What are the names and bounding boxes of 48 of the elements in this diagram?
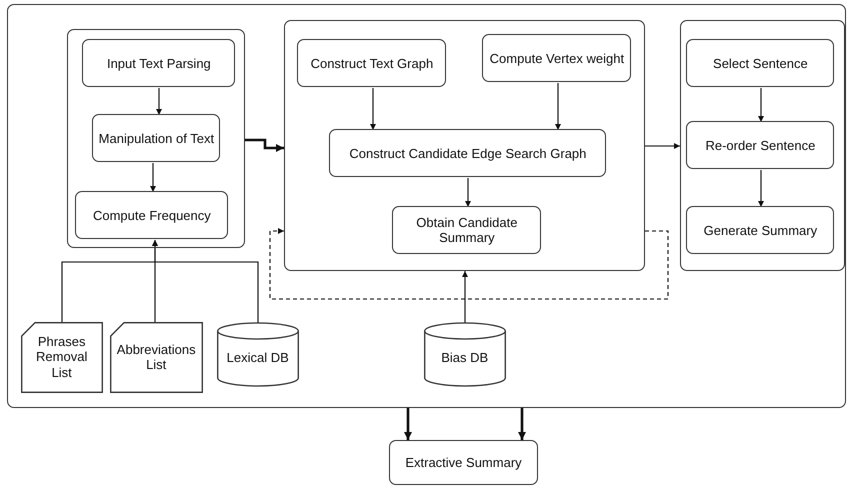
arrow <box>156 88 162 115</box>
process-box <box>82 39 236 88</box>
arrow <box>465 178 471 207</box>
node-label: Bias DB <box>440 350 490 366</box>
database-cylinder <box>424 322 506 386</box>
process-box <box>686 121 834 170</box>
node-label: Abbreviations List <box>116 342 197 373</box>
process-box <box>482 34 632 82</box>
node-label: Re-order Sentence <box>704 138 816 154</box>
process-box <box>75 191 228 240</box>
node-label: Obtain Candidate Summary <box>415 214 518 246</box>
node-label: Lexical DB <box>226 350 290 366</box>
process-box <box>329 129 606 178</box>
group-panel <box>284 20 645 271</box>
arrow <box>758 170 764 207</box>
node-label: Compute Frequency <box>92 208 212 224</box>
group-panel <box>66 28 245 248</box>
node-label: Generate Summary <box>702 222 818 238</box>
arrow <box>404 408 412 440</box>
arrow <box>150 163 156 192</box>
arrow <box>645 143 680 149</box>
document-shape <box>20 322 103 393</box>
node-label: Compute Vertex weight <box>488 50 626 66</box>
database-cylinder <box>216 322 299 386</box>
node-label: Construct Text Graph <box>310 56 434 72</box>
arrow <box>518 408 526 440</box>
group-panel <box>7 4 846 408</box>
node-label: Extractive Summary <box>404 454 523 470</box>
process-box <box>686 39 834 88</box>
node-label: Construct Candidate Edge Search Graph <box>348 146 588 162</box>
node-label: Phrases Removal List <box>35 334 88 381</box>
process-box <box>686 206 834 254</box>
document-shape <box>110 322 203 393</box>
node-label: Input Text Parsing <box>106 56 212 72</box>
arrow <box>245 138 284 152</box>
process-box <box>389 440 538 485</box>
process-box <box>392 206 542 254</box>
arrow <box>555 83 561 130</box>
arrow <box>152 240 259 323</box>
process-box <box>92 114 220 162</box>
node-label: Select Sentence <box>712 56 809 72</box>
process-box <box>297 39 446 88</box>
arrow <box>758 88 764 122</box>
arrow <box>462 271 468 323</box>
group-panel <box>680 20 845 271</box>
node-label: Manipulation of Text <box>98 130 216 146</box>
arrow <box>269 228 669 300</box>
arrow <box>370 88 376 130</box>
